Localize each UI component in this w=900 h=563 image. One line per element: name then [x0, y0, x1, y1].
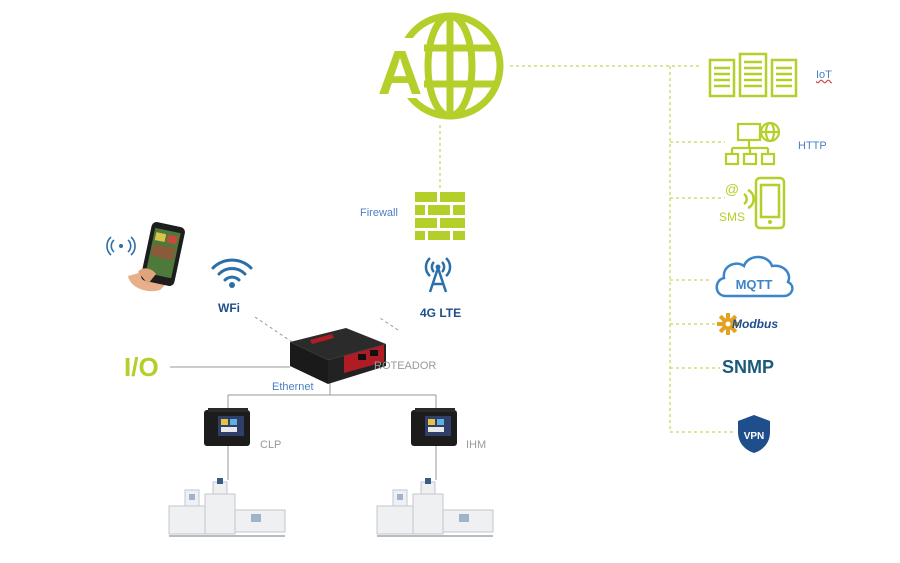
mqtt-cloud-icon: MQTT — [712, 252, 796, 300]
cell-antenna-icon — [420, 254, 456, 294]
firewall-brick-icon — [415, 192, 465, 240]
globe-with-a-icon: A — [372, 8, 508, 124]
server-rack-icon — [708, 52, 800, 98]
industrial-machine-icon — [373, 476, 498, 542]
modbus-logo-icon: Modbus — [717, 312, 790, 336]
router-label: ROTEADOR — [374, 360, 437, 372]
web-network-icon — [724, 121, 784, 172]
smartphone-hand-icon — [106, 222, 190, 294]
firewall-label: Firewall — [360, 207, 398, 219]
io-label: I/O — [124, 352, 159, 382]
svg-text:@: @ — [725, 181, 739, 197]
cell-label: 4G LTE — [420, 306, 462, 320]
industrial-machine-icon — [165, 476, 290, 542]
router-device-icon — [288, 306, 388, 386]
snmp-label: SNMP — [722, 357, 775, 377]
wifi-label: WFi — [218, 301, 240, 315]
hmi-label: IHM — [466, 439, 487, 451]
hmi-device-icon — [411, 408, 461, 448]
wifi-icon — [210, 256, 254, 290]
mqtt-label: MQTT — [736, 277, 773, 292]
plc-label: CLP — [260, 439, 282, 451]
modbus-label: Modbus — [732, 317, 778, 331]
vpn-label: VPN — [744, 431, 765, 442]
http-label: HTTP — [798, 140, 827, 152]
svg-text:A: A — [378, 39, 423, 108]
smartphone-sms-icon: @ SMS — [719, 176, 790, 232]
ethernet-label: Ethernet — [272, 381, 314, 393]
iot-label: IoT — [816, 69, 832, 81]
vpn-shield-icon: VPN — [736, 414, 772, 454]
sms-label: SMS — [719, 210, 745, 224]
plc-device-icon — [204, 408, 254, 448]
